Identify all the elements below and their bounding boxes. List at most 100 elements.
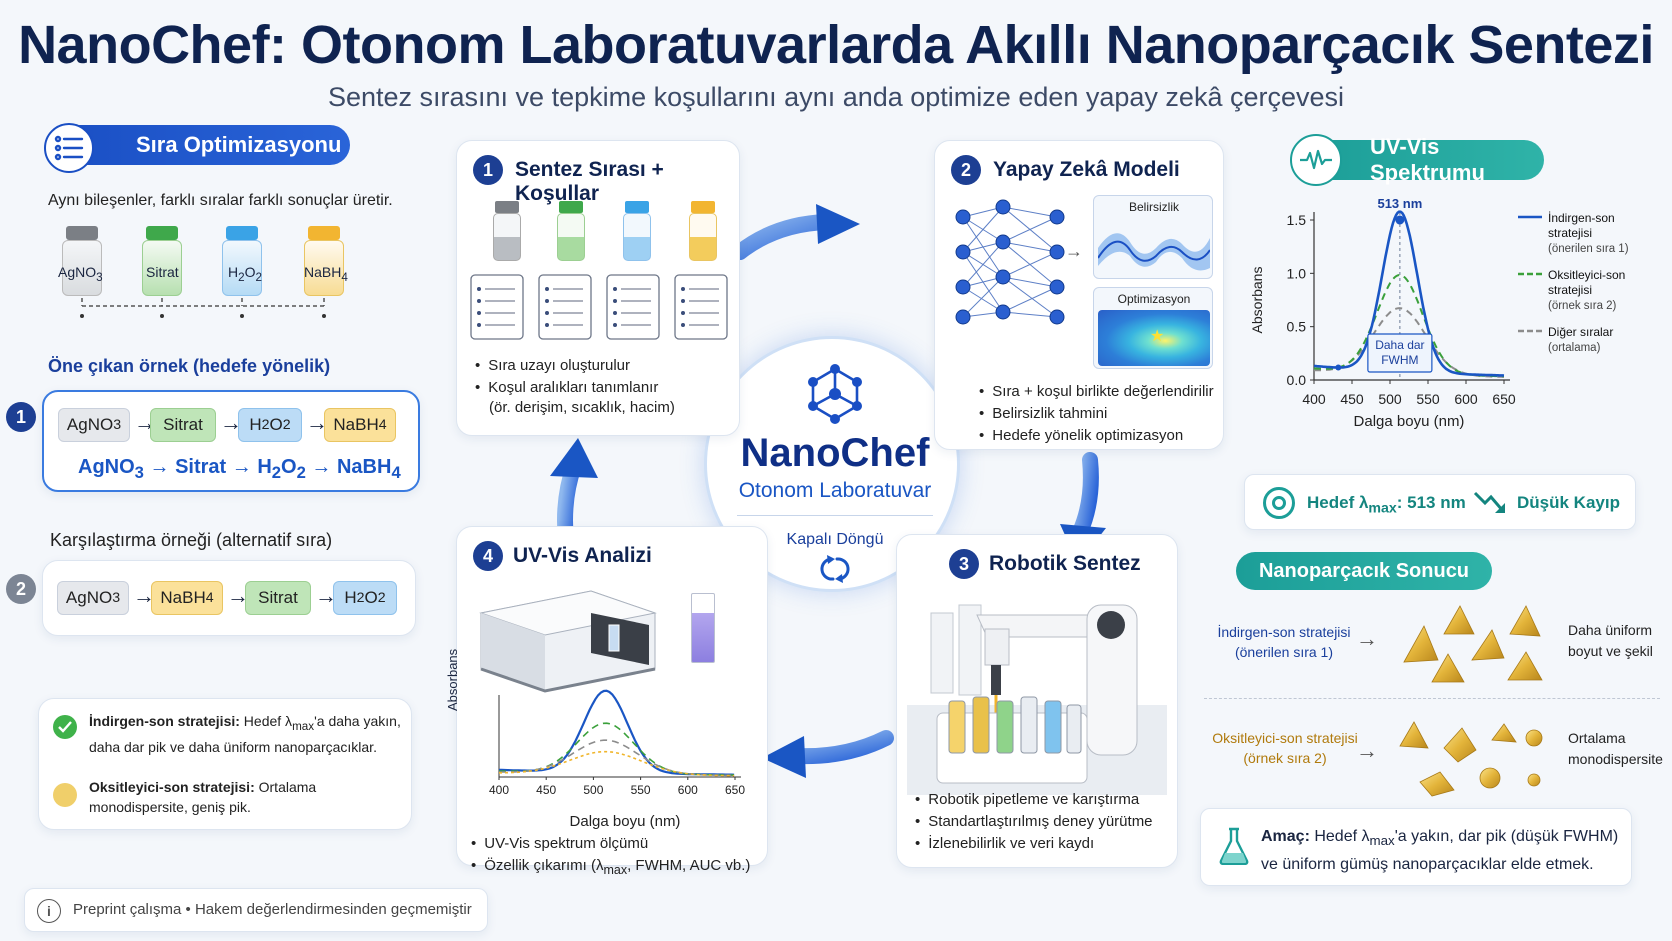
info-icon: i [37,899,61,923]
result1-label: İndirgen-son stratejisi(önerilen sıra 1) [1217,624,1351,660]
uniform-nanoparticles-icon [1403,605,1543,683]
mixed-nanoparticles-icon [1399,721,1543,797]
peak-label: 513 nm [1377,196,1422,211]
uvvis-label: UV-Vis Spektrumu [1370,134,1485,185]
nanochef-logo-icon [808,364,862,424]
step4-number: 4 [473,541,503,571]
step1-title: Sentez Sırası + Koşullar [515,158,664,205]
closed-loop-label: Kapalı Döngü [786,531,884,548]
checklist-icons [470,274,728,340]
goal-card: Amaç: Hedef λmax'a yakın, dar pik (düşük… [1200,808,1632,886]
vial-cap [308,226,340,240]
chip-sitrat: Sitrat [150,408,216,442]
peak-point [1395,215,1405,225]
uncertainty-curve-icon [1098,233,1210,271]
highlight-heading: Öne çıkan örnek (hedefe yönelik) [48,356,331,376]
nanochef-subtitle: Otonom Laboratuvar [738,479,932,502]
target-card: Hedef λmax: 513 nm Düşük Kayıp [1244,474,1636,530]
x-tick-label: 500 [583,783,603,797]
fwhm-label: Daha dar [1375,338,1424,352]
step3-bullet: İzlenebilirlik ve veri kaydı [915,833,1177,855]
step4-bullet: UV-Vis spektrum ölçümü [471,833,767,855]
step1-card: 1 Sentez Sırası + Koşullar Sıra uzayı ol… [456,140,740,436]
x-tick-label: 500 [1378,391,1402,407]
arrow-icon: → [220,410,242,435]
optimization-label: Optimizasyon [1117,292,1191,306]
vial-cap [146,226,178,240]
arrow-icon: → [1065,241,1083,261]
fwhm-label: FWHM [1381,353,1418,367]
highlight-number-badge: 1 [6,402,36,432]
step3-title: Robotik Sentez [989,552,1141,575]
check-icon [53,715,77,739]
x-tick-label: 450 [1340,391,1364,407]
goal-text: Amaç: Hedef λmax'a yakın, dar pik (düşük… [1261,828,1619,874]
vial-gray-icon [493,201,521,263]
series-line [1313,307,1504,378]
step3-bullets: Robotik pipetleme ve karıştırma Standart… [915,789,1177,855]
target-lambda: Hedef λmax: 513 nm [1307,493,1466,517]
page-title: NanoChef: Otonom Laboratuvarlarda Akıllı… [18,15,1654,75]
arrow-icon: → [1356,738,1378,763]
step4-title: UV-Vis Analizi [513,544,652,567]
step2-card: 2 Yapay Zekâ Modeli → Belirsizlik Optimi… [934,140,1224,450]
vial-connector-icon [80,298,326,318]
step3-bullet: Standartlaştırılmış deney yürütme [915,811,1177,833]
compare-heading: Karşılaştırma örneği (alternatif sıra) [50,530,333,550]
sequence-optimization-header: Sıra Optimizasyonu [44,123,350,173]
x-tick-label: 400 [489,783,509,797]
step2-bullet: Belirsizlik tahmini [979,403,1219,425]
series-line [1313,210,1505,377]
star-icon: ★ [1150,328,1165,345]
low-loss-label: Düşük Kayıp [1517,493,1620,512]
uncertainty-panel: Belirsizlik [1093,195,1213,279]
result-divider [1204,698,1660,699]
vial-body [142,240,182,296]
arrow-icon: → [227,583,249,608]
x-tick-label: 650 [725,783,745,797]
mini-series-line [498,689,735,776]
legend-entry: Diğer sıralar [1548,325,1613,339]
step1-vials [493,201,717,263]
step4-ylabel: Absorbans [445,648,460,711]
step2-bullets: Sıra + koşul birlikte değerlendirilir Be… [979,381,1219,447]
uncertainty-label: Belirsizlik [1128,200,1179,214]
optimization-panel: Optimizasyon ★ [1093,287,1213,369]
mini-series-line [498,739,735,777]
vial-blue-icon [623,201,651,263]
step1-bullet: Sıra uzayı oluşturulur [475,355,731,377]
step1-number: 1 [473,155,503,185]
preprint-note: Preprint çalışma • Hakem değerlendirmesi… [73,901,472,918]
loop-icon [820,555,850,583]
optimization-heatmap-icon [1098,310,1210,366]
step2-bullet: Hedefe yönelik optimizasyon [979,425,1219,447]
x-tick-label: 550 [1416,391,1440,407]
legend-entry: (ortalama) [1548,342,1601,354]
uvvis-header: UV-Vis Spektrumu [1290,134,1544,186]
step3-bullet: Robotik pipetleme ve karıştırma [915,789,1177,811]
chip-sitrat: Sitrat [245,581,311,615]
y-tick-label: 0.5 [1287,319,1307,335]
y-tick-label: 0.0 [1287,372,1307,388]
x-tick-label: 650 [1492,391,1516,407]
y-tick-label: 1.5 [1287,212,1307,228]
legend-entry: İndirgen-son [1548,211,1615,225]
step4-bullets: UV-Vis spektrum ölçümü Özellik çıkarımı … [471,833,767,881]
uvvis-pill: UV-Vis Spektrumu [1310,134,1544,185]
x-axis-label: Dalga boyu (nm) [1354,413,1465,430]
vial-label-agno3: AgNO3 [58,264,103,284]
robot-arm-icon [907,604,1167,795]
result2-label: Oksitleyici-son stratejisi(örnek sıra 2) [1212,730,1358,766]
series-point [1335,364,1342,371]
vial-yellow-icon [689,201,717,263]
arrow-icon: → [133,583,155,608]
